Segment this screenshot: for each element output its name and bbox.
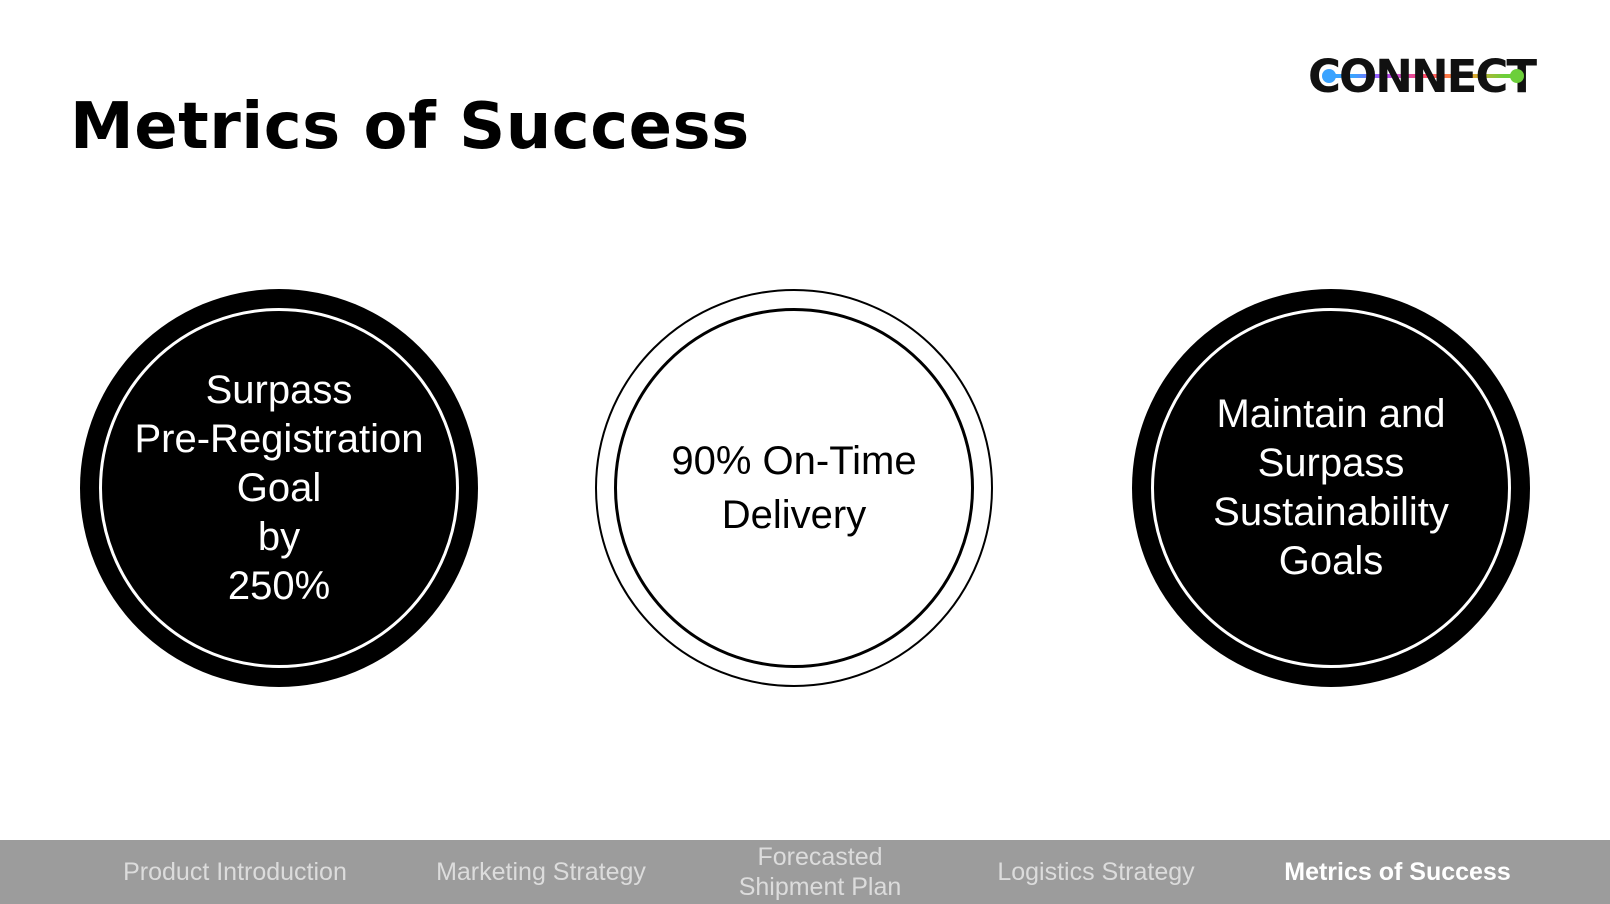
logo-dot-blue (1322, 69, 1336, 83)
nav-item-logistics-strategy[interactable]: Logistics Strategy (997, 858, 1195, 886)
metric-circle-on-time-delivery: 90% On-Time Delivery (595, 289, 993, 687)
metric-circle-sustainability: Maintain and Surpass Sustainability Goal… (1132, 289, 1530, 687)
nav-item-product-introduction[interactable]: Product Introduction (123, 858, 347, 886)
nav-item-marketing-strategy[interactable]: Marketing Strategy (436, 858, 646, 886)
metric-circle-pre-registration: Surpass Pre-Registration Goal by 250% (80, 289, 478, 687)
connect-logo: CONNECT (1308, 52, 1553, 102)
metric-label: 90% On-Time Delivery (671, 439, 917, 537)
nav-item-metrics-of-success[interactable]: Metrics of Success (1284, 858, 1511, 886)
metric-inner-ring (1151, 308, 1511, 668)
metric-label: Surpass Pre-Registration Goal by 250% (134, 367, 424, 608)
bottom-nav-bar: Product Introduction Marketing Strategy … (0, 840, 1610, 904)
page-title: Metrics of Success (70, 90, 750, 164)
logo-dot-green (1510, 69, 1524, 83)
metric-label: Maintain and Surpass Sustainability Goal… (1213, 392, 1449, 583)
logo-text: CONNECT (1308, 50, 1537, 103)
metric-inner-ring (99, 308, 459, 668)
nav-item-forecasted-shipment-plan[interactable]: Forecasted Shipment Plan (738, 843, 902, 901)
metric-inner-ring (614, 308, 974, 668)
logo-color-stripe (1324, 74, 1524, 78)
